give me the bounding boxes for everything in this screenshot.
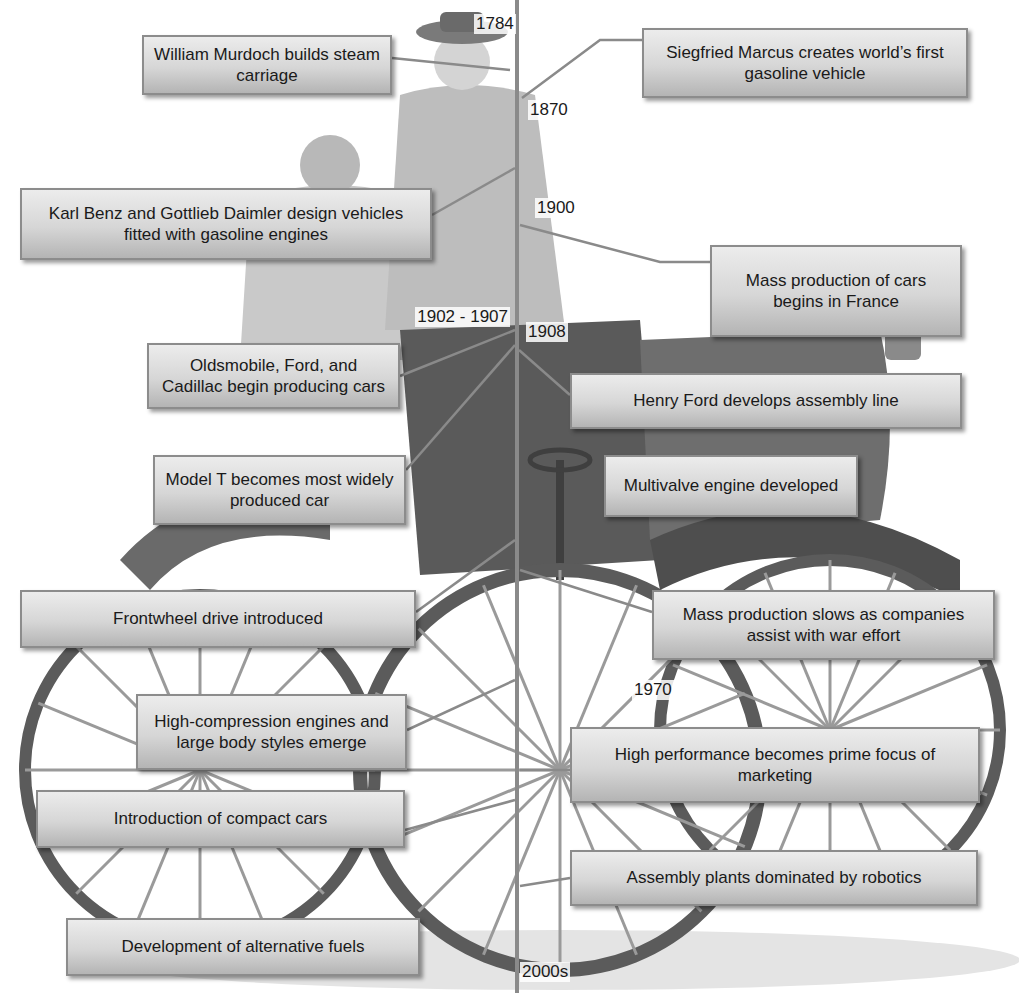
event-text: William Murdoch builds steam carriage	[154, 44, 380, 87]
event-box: Karl Benz and Gottlieb Daimler design ve…	[20, 188, 432, 260]
event-text: Assembly plants dominated by robotics	[627, 867, 922, 888]
leader-line	[520, 769, 570, 772]
wheel-spoke	[559, 570, 562, 770]
year-label: 1900	[535, 198, 577, 218]
wheel-spoke	[419, 629, 560, 770]
wheel-spoke	[483, 585, 560, 770]
leader-line	[519, 350, 570, 395]
year-label: 1870	[528, 100, 570, 120]
event-text: High performance becomes prime focus of …	[582, 744, 968, 787]
event-box: Model T becomes most widely produced car	[153, 455, 406, 525]
event-text: Introduction of compact cars	[114, 808, 328, 829]
year-label: 1908	[526, 322, 568, 342]
leader-line	[392, 58, 510, 70]
driver-head	[300, 135, 360, 195]
steering-wheel	[530, 450, 590, 470]
event-box: Assembly plants dominated by robotics	[570, 850, 978, 906]
wheel-spoke	[419, 770, 560, 911]
year-label: 1902 - 1907	[415, 307, 510, 327]
event-text: Siegfried Marcus creates world’s first g…	[654, 42, 956, 85]
event-box: Introduction of compact cars	[36, 790, 405, 848]
wheel-spoke	[830, 665, 987, 730]
leader-line	[520, 225, 710, 262]
event-box: High performance becomes prime focus of …	[570, 727, 980, 803]
year-label: 2000s	[520, 962, 570, 982]
leader-line	[416, 540, 515, 612]
leader-line	[522, 40, 642, 98]
year-label: 1970	[632, 680, 674, 700]
wheels	[25, 560, 1000, 970]
event-box: William Murdoch builds steam carriage	[142, 35, 392, 95]
event-box: Development of alternative fuels	[66, 918, 420, 976]
leader-line	[520, 878, 570, 886]
event-text: Oldsmobile, Ford, and Cadillac begin pro…	[159, 355, 388, 398]
leader-line	[432, 168, 515, 215]
event-text: Karl Benz and Gottlieb Daimler design ve…	[32, 203, 420, 246]
event-box: Henry Ford develops assembly line	[570, 373, 962, 429]
leader-line	[406, 345, 515, 470]
event-text: Henry Ford develops assembly line	[633, 390, 899, 411]
steering-column	[556, 460, 564, 580]
wheel-spokes	[25, 560, 1000, 970]
leader-line	[405, 800, 515, 830]
event-box: Siegfried Marcus creates world’s first g…	[642, 28, 968, 98]
event-box: Mass production slows as companies assis…	[652, 590, 995, 660]
event-text: Mass production of cars begins in France	[722, 270, 950, 313]
event-text: Mass production slows as companies assis…	[664, 604, 983, 647]
leader-line	[400, 330, 515, 376]
event-text: Frontwheel drive introduced	[113, 608, 323, 629]
event-box: Oldsmobile, Ford, and Cadillac begin pro…	[147, 343, 400, 409]
event-text: High-compression engines and large body …	[148, 711, 395, 754]
wheel-spoke	[559, 770, 562, 970]
year-label: 1784	[474, 14, 516, 34]
car-seat-body	[400, 320, 660, 575]
event-text: Model T becomes most widely produced car	[165, 469, 394, 512]
event-text: Development of alternative fuels	[122, 936, 365, 957]
leader-line	[520, 570, 652, 612]
timeline-axis	[515, 0, 519, 993]
event-box: Multivalve engine developed	[604, 455, 858, 517]
event-box: High-compression engines and large body …	[136, 694, 407, 770]
event-box: Frontwheel drive introduced	[20, 590, 416, 648]
leader-line	[407, 680, 515, 730]
event-box: Mass production of cars begins in France	[710, 245, 962, 337]
event-text: Multivalve engine developed	[624, 475, 839, 496]
